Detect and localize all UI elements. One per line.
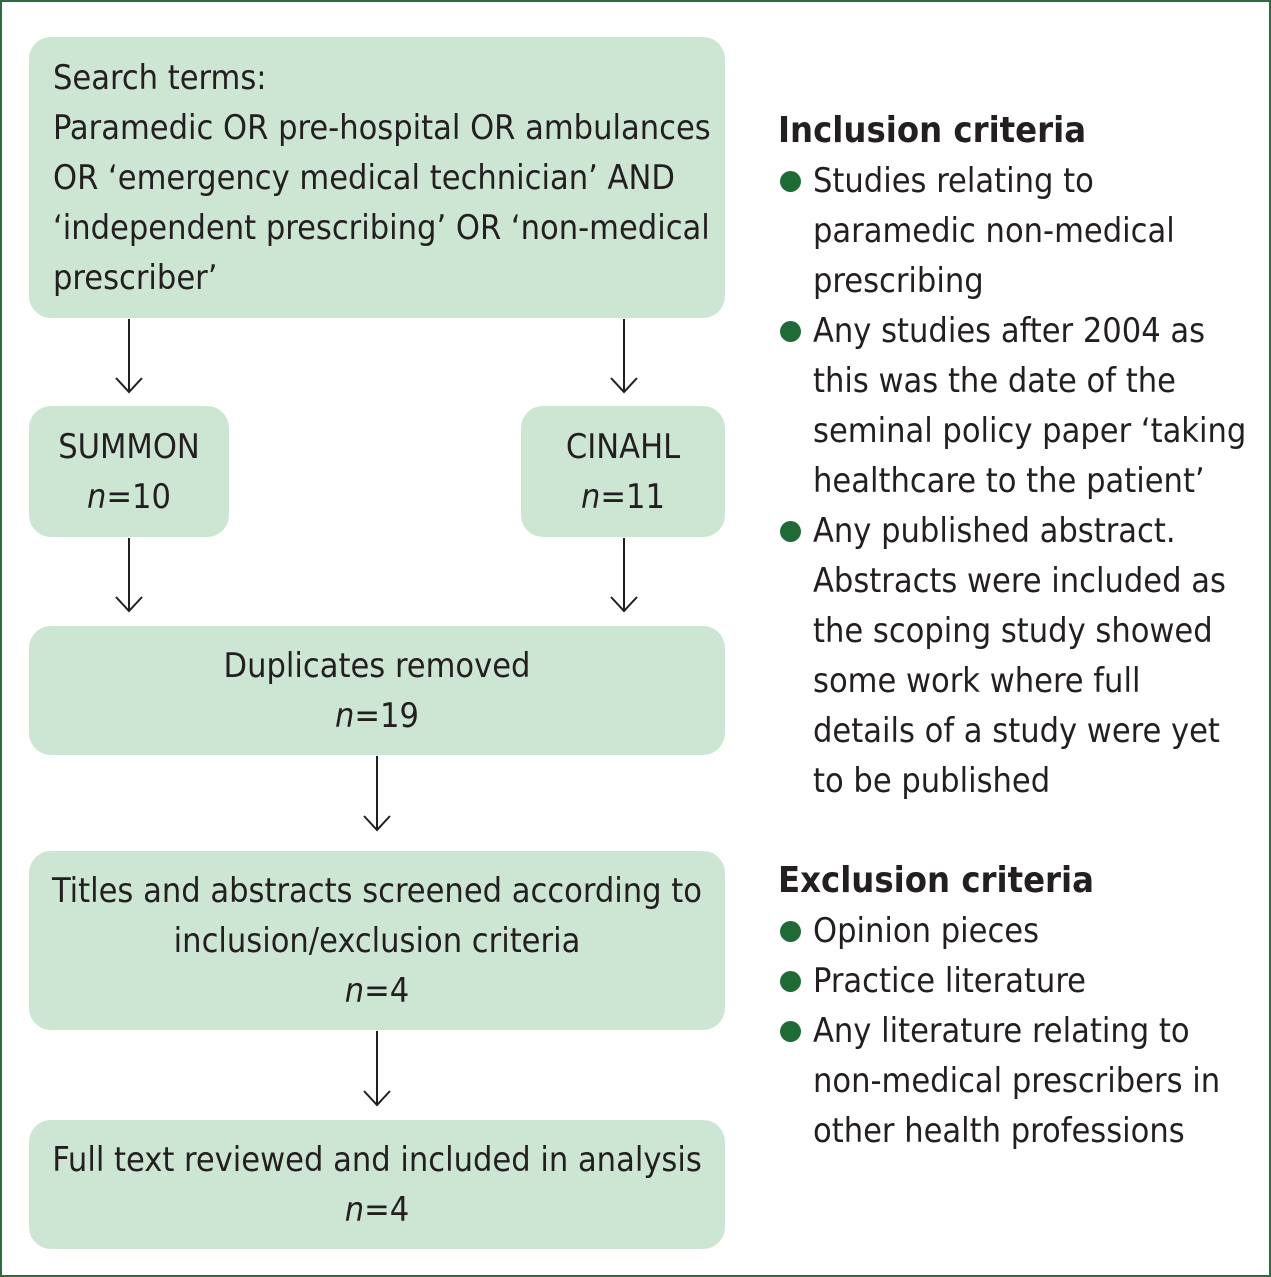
exclusion-criteria: Exclusion criteria Opinion pieces Practi… (778, 856, 1253, 1156)
item-line: the scoping study showed (813, 611, 1213, 651)
item-line: Studies relating to (813, 161, 1094, 201)
titles-count: n=4 (29, 966, 725, 1016)
exclusion-list: Opinion pieces Practice literature Any l… (778, 906, 1253, 1156)
item-line: prescribing (813, 261, 984, 301)
duplicates-label: Duplicates removed (223, 645, 531, 686)
search-line: ‘independent prescribing’ OR ‘non-medica… (53, 208, 710, 248)
item-line: Any studies after 2004 as (813, 311, 1206, 351)
bullet-icon (780, 921, 801, 942)
item-line: other health professions (813, 1111, 1185, 1151)
full-text-count: n=4 (29, 1185, 725, 1235)
item-line: details of a study were yet (813, 711, 1220, 751)
arrow-duplicates-to-titles (363, 756, 391, 832)
search-line: prescriber’ (53, 258, 218, 298)
list-item: Opinion pieces (778, 906, 1253, 956)
list-item: Practice literature (778, 956, 1253, 1006)
duplicates-removed-box: Duplicates removed n=19 (29, 626, 725, 755)
count-value: =19 (354, 695, 419, 736)
full-text-box: Full text reviewed and included in analy… (29, 1120, 725, 1249)
item-line: some work where full (813, 661, 1141, 701)
count-value: =4 (364, 1189, 410, 1230)
arrow-summon-to-duplicates (115, 538, 143, 613)
item-line: to be published (813, 761, 1051, 801)
item-line: Abstracts were included as (813, 561, 1226, 601)
search-line: Paramedic OR pre-hospital OR ambulances (53, 108, 711, 148)
item-line: paramedic non-medical (813, 211, 1175, 251)
search-line: OR ‘emergency medical technician’ AND (53, 158, 675, 198)
arrow-titles-to-fulltext (363, 1031, 391, 1107)
duplicates-count: n=19 (29, 691, 725, 741)
cinahl-label: CINAHL (565, 426, 681, 467)
summon-count: n=10 (29, 472, 229, 522)
item-line: Practice literature (813, 961, 1086, 1001)
bullet-icon (780, 1021, 801, 1042)
inclusion-heading: Inclusion criteria (778, 110, 1087, 151)
titles-abstracts-box: Titles and abstracts screened according … (29, 851, 725, 1030)
list-item: Any studies after 2004 as this was the d… (778, 306, 1253, 506)
summon-label: SUMMON (58, 426, 200, 467)
bullet-icon (780, 971, 801, 992)
n-symbol: n (87, 476, 107, 517)
count-value: =10 (106, 476, 171, 517)
arrow-search-to-cinahl (610, 319, 638, 394)
bullet-icon (780, 321, 801, 342)
bullet-icon (780, 171, 801, 192)
cinahl-count: n=11 (521, 472, 725, 522)
n-symbol: n (581, 476, 601, 517)
item-line: non-medical prescribers in (813, 1061, 1221, 1101)
full-text-label: Full text reviewed and included in analy… (52, 1139, 702, 1180)
item-line: healthcare to the patient’ (813, 461, 1205, 501)
n-symbol: n (344, 970, 365, 1011)
bullet-icon (780, 521, 801, 542)
search-line: Search terms: (53, 58, 267, 98)
n-symbol: n (344, 1189, 365, 1230)
count-value: =4 (364, 970, 410, 1011)
item-line: Any published abstract. (813, 511, 1176, 551)
exclusion-heading: Exclusion criteria (778, 860, 1094, 901)
item-line: this was the date of the (813, 361, 1176, 401)
cinahl-box: CINAHL n=11 (521, 406, 725, 537)
list-item: Any literature relating to non-medical p… (778, 1006, 1253, 1156)
arrow-search-to-summon (115, 319, 143, 394)
item-line: Any literature relating to (813, 1011, 1190, 1051)
summon-box: SUMMON n=10 (29, 406, 229, 537)
list-item: Studies relating to paramedic non-medica… (778, 156, 1253, 306)
item-line: Opinion pieces (813, 911, 1040, 951)
inclusion-list: Studies relating to paramedic non-medica… (778, 156, 1253, 806)
search-terms-box: Search terms: Paramedic OR pre-hospital … (29, 37, 725, 318)
count-value: =11 (600, 476, 665, 517)
n-symbol: n (335, 695, 355, 736)
item-line: seminal policy paper ‘taking (813, 411, 1247, 451)
list-item: Any published abstract. Abstracts were i… (778, 506, 1253, 806)
titles-line: Titles and abstracts screened according … (51, 870, 702, 911)
inclusion-criteria: Inclusion criteria Studies relating to p… (778, 106, 1253, 806)
titles-line: inclusion/exclusion criteria (173, 920, 581, 961)
arrow-cinahl-to-duplicates (610, 538, 638, 613)
